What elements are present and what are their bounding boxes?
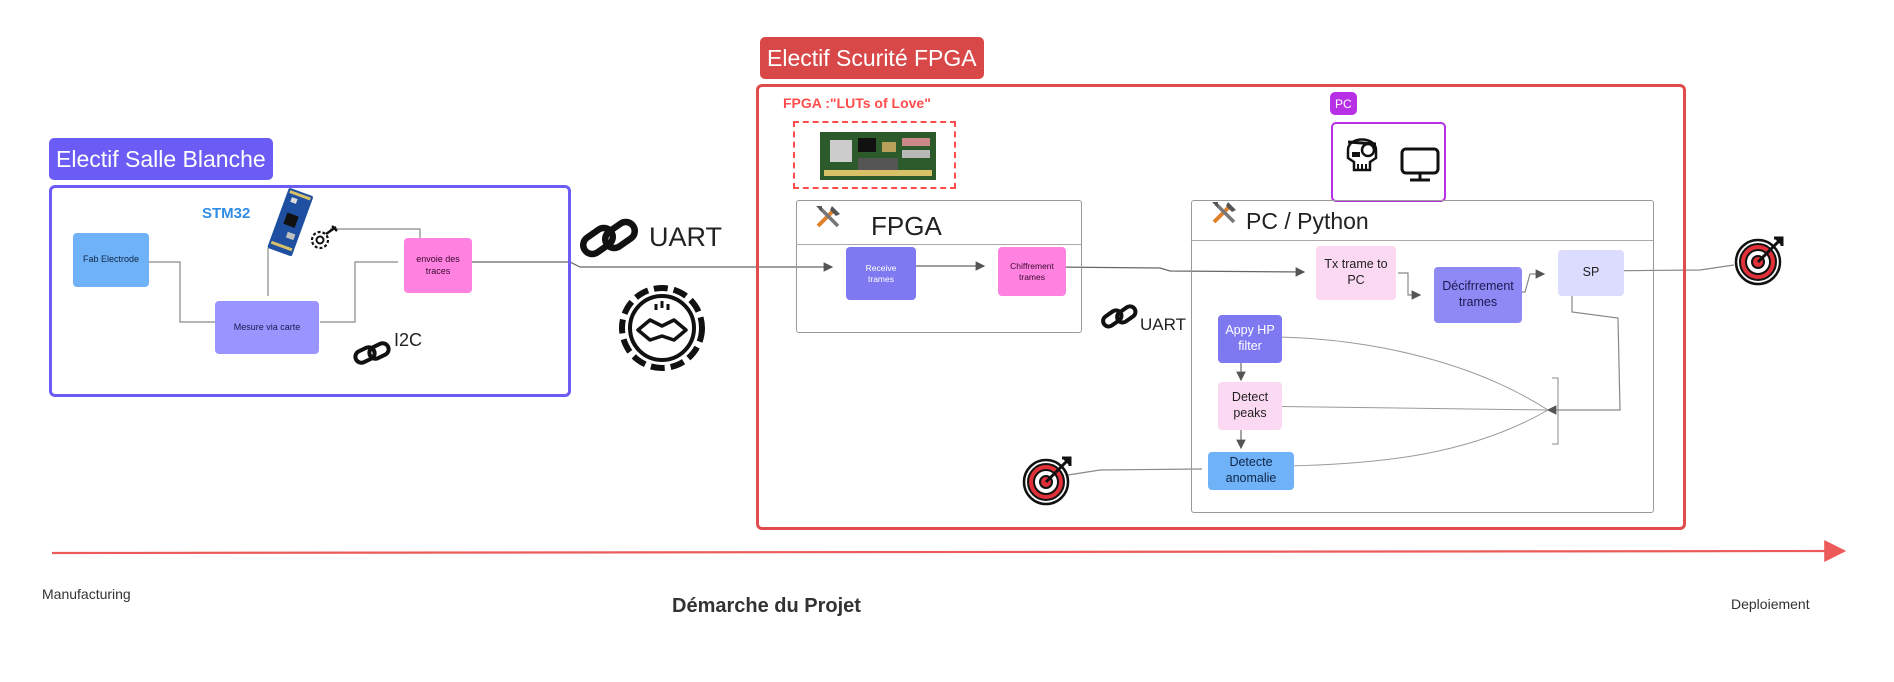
timeline-left-label: Manufacturing bbox=[42, 586, 131, 602]
target-icon-anomalie bbox=[1022, 456, 1072, 506]
handshake-gear-icon bbox=[619, 285, 705, 371]
pc-python-container bbox=[1191, 200, 1654, 513]
tools-icon-pc bbox=[1212, 202, 1236, 224]
uart-label-main: UART bbox=[649, 222, 723, 252]
pc-python-divider bbox=[1191, 240, 1654, 241]
salle-blanche-frame bbox=[49, 185, 571, 397]
fpga-board-image bbox=[820, 132, 936, 180]
salle-blanche-tag: Electif Salle Blanche bbox=[49, 138, 273, 180]
stm32-board-image bbox=[267, 188, 313, 257]
link-icon-i2c bbox=[353, 341, 391, 365]
timeline-right-label: Deploiement bbox=[1731, 596, 1810, 612]
pc-tag: PC bbox=[1330, 92, 1357, 115]
monitor-icon bbox=[1400, 147, 1440, 182]
fpga-board-title: FPGA :"LUTs of Love" bbox=[783, 95, 931, 111]
receive-node: Receive trames bbox=[846, 247, 916, 300]
tx-trame-node: Tx trame to PC bbox=[1316, 246, 1396, 300]
chiffrement-node: Chiffrement trames bbox=[998, 247, 1066, 296]
detecte-anomalie-node: Detecte anomalie bbox=[1208, 452, 1294, 490]
detect-peaks-node: Detect peaks bbox=[1218, 382, 1282, 430]
pc-python-title: PC / Python bbox=[1246, 208, 1369, 234]
gear-wrench-icon bbox=[310, 225, 338, 250]
mesure-node: Mesure via carte bbox=[215, 301, 319, 354]
pc-frame bbox=[1331, 122, 1446, 202]
hp-filter-node: Appy HP filter bbox=[1218, 315, 1282, 363]
fpga-board-frame bbox=[793, 121, 956, 189]
link-icon-uart-small bbox=[1101, 304, 1138, 329]
fpga-title: FPGA bbox=[871, 211, 942, 241]
uart-label-small: UART bbox=[1140, 315, 1186, 334]
sp-node: SP bbox=[1558, 250, 1624, 296]
link-icon-uart bbox=[580, 218, 638, 258]
stm32-label: STM32 bbox=[202, 205, 251, 222]
i2c-label: I2C bbox=[394, 330, 423, 350]
fab-electrode-node: Fab Electrode bbox=[73, 233, 149, 287]
fpga-section-frame bbox=[756, 84, 1686, 530]
tools-icon-fpga bbox=[816, 206, 840, 228]
fpga-container bbox=[796, 200, 1082, 333]
target-icon-sp bbox=[1734, 236, 1784, 286]
fpga-section-tag: Electif Scurité FPGA bbox=[760, 37, 984, 79]
timeline-center-label: Démarche du Projet bbox=[672, 595, 861, 617]
hacker-skull-icon bbox=[1346, 138, 1378, 172]
fpga-container-divider bbox=[796, 244, 1082, 245]
dechiffrement-node: Décifrrement trames bbox=[1434, 267, 1522, 323]
envoie-node: envoie des traces bbox=[404, 238, 472, 293]
